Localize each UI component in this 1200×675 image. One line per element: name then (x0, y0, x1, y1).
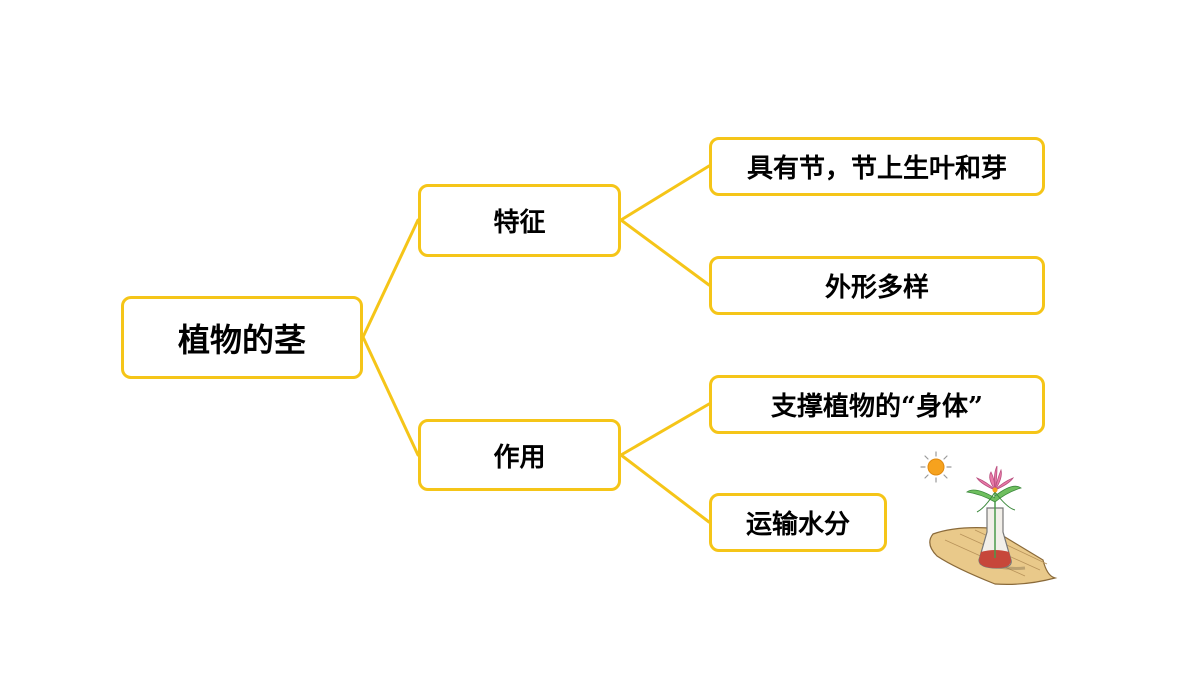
leaf-node-transport-water: 运输水分 (709, 493, 887, 552)
leaf-node-support-body: 支撑植物的“身体” (709, 375, 1045, 434)
connector-func-l3 (619, 402, 711, 457)
leaf-node-diverse-shapes: 外形多样 (709, 256, 1045, 315)
connector-feat-l2 (619, 218, 711, 287)
sun-icon (920, 451, 952, 483)
connector-func-l4 (619, 453, 711, 524)
flower-in-flask-icon (965, 465, 1022, 569)
connector-feat-l1 (619, 164, 711, 222)
branch-node-functions: 作用 (418, 419, 621, 491)
connector-root-feat (361, 218, 420, 339)
plant-experiment-illustration (920, 451, 1058, 585)
leaf-node-nodes-leaves-buds: 具有节，节上生叶和芽 (709, 137, 1045, 196)
root-node: 植物的茎 (121, 296, 363, 379)
connector-root-func (361, 335, 420, 457)
branch-node-features: 特征 (418, 184, 621, 257)
